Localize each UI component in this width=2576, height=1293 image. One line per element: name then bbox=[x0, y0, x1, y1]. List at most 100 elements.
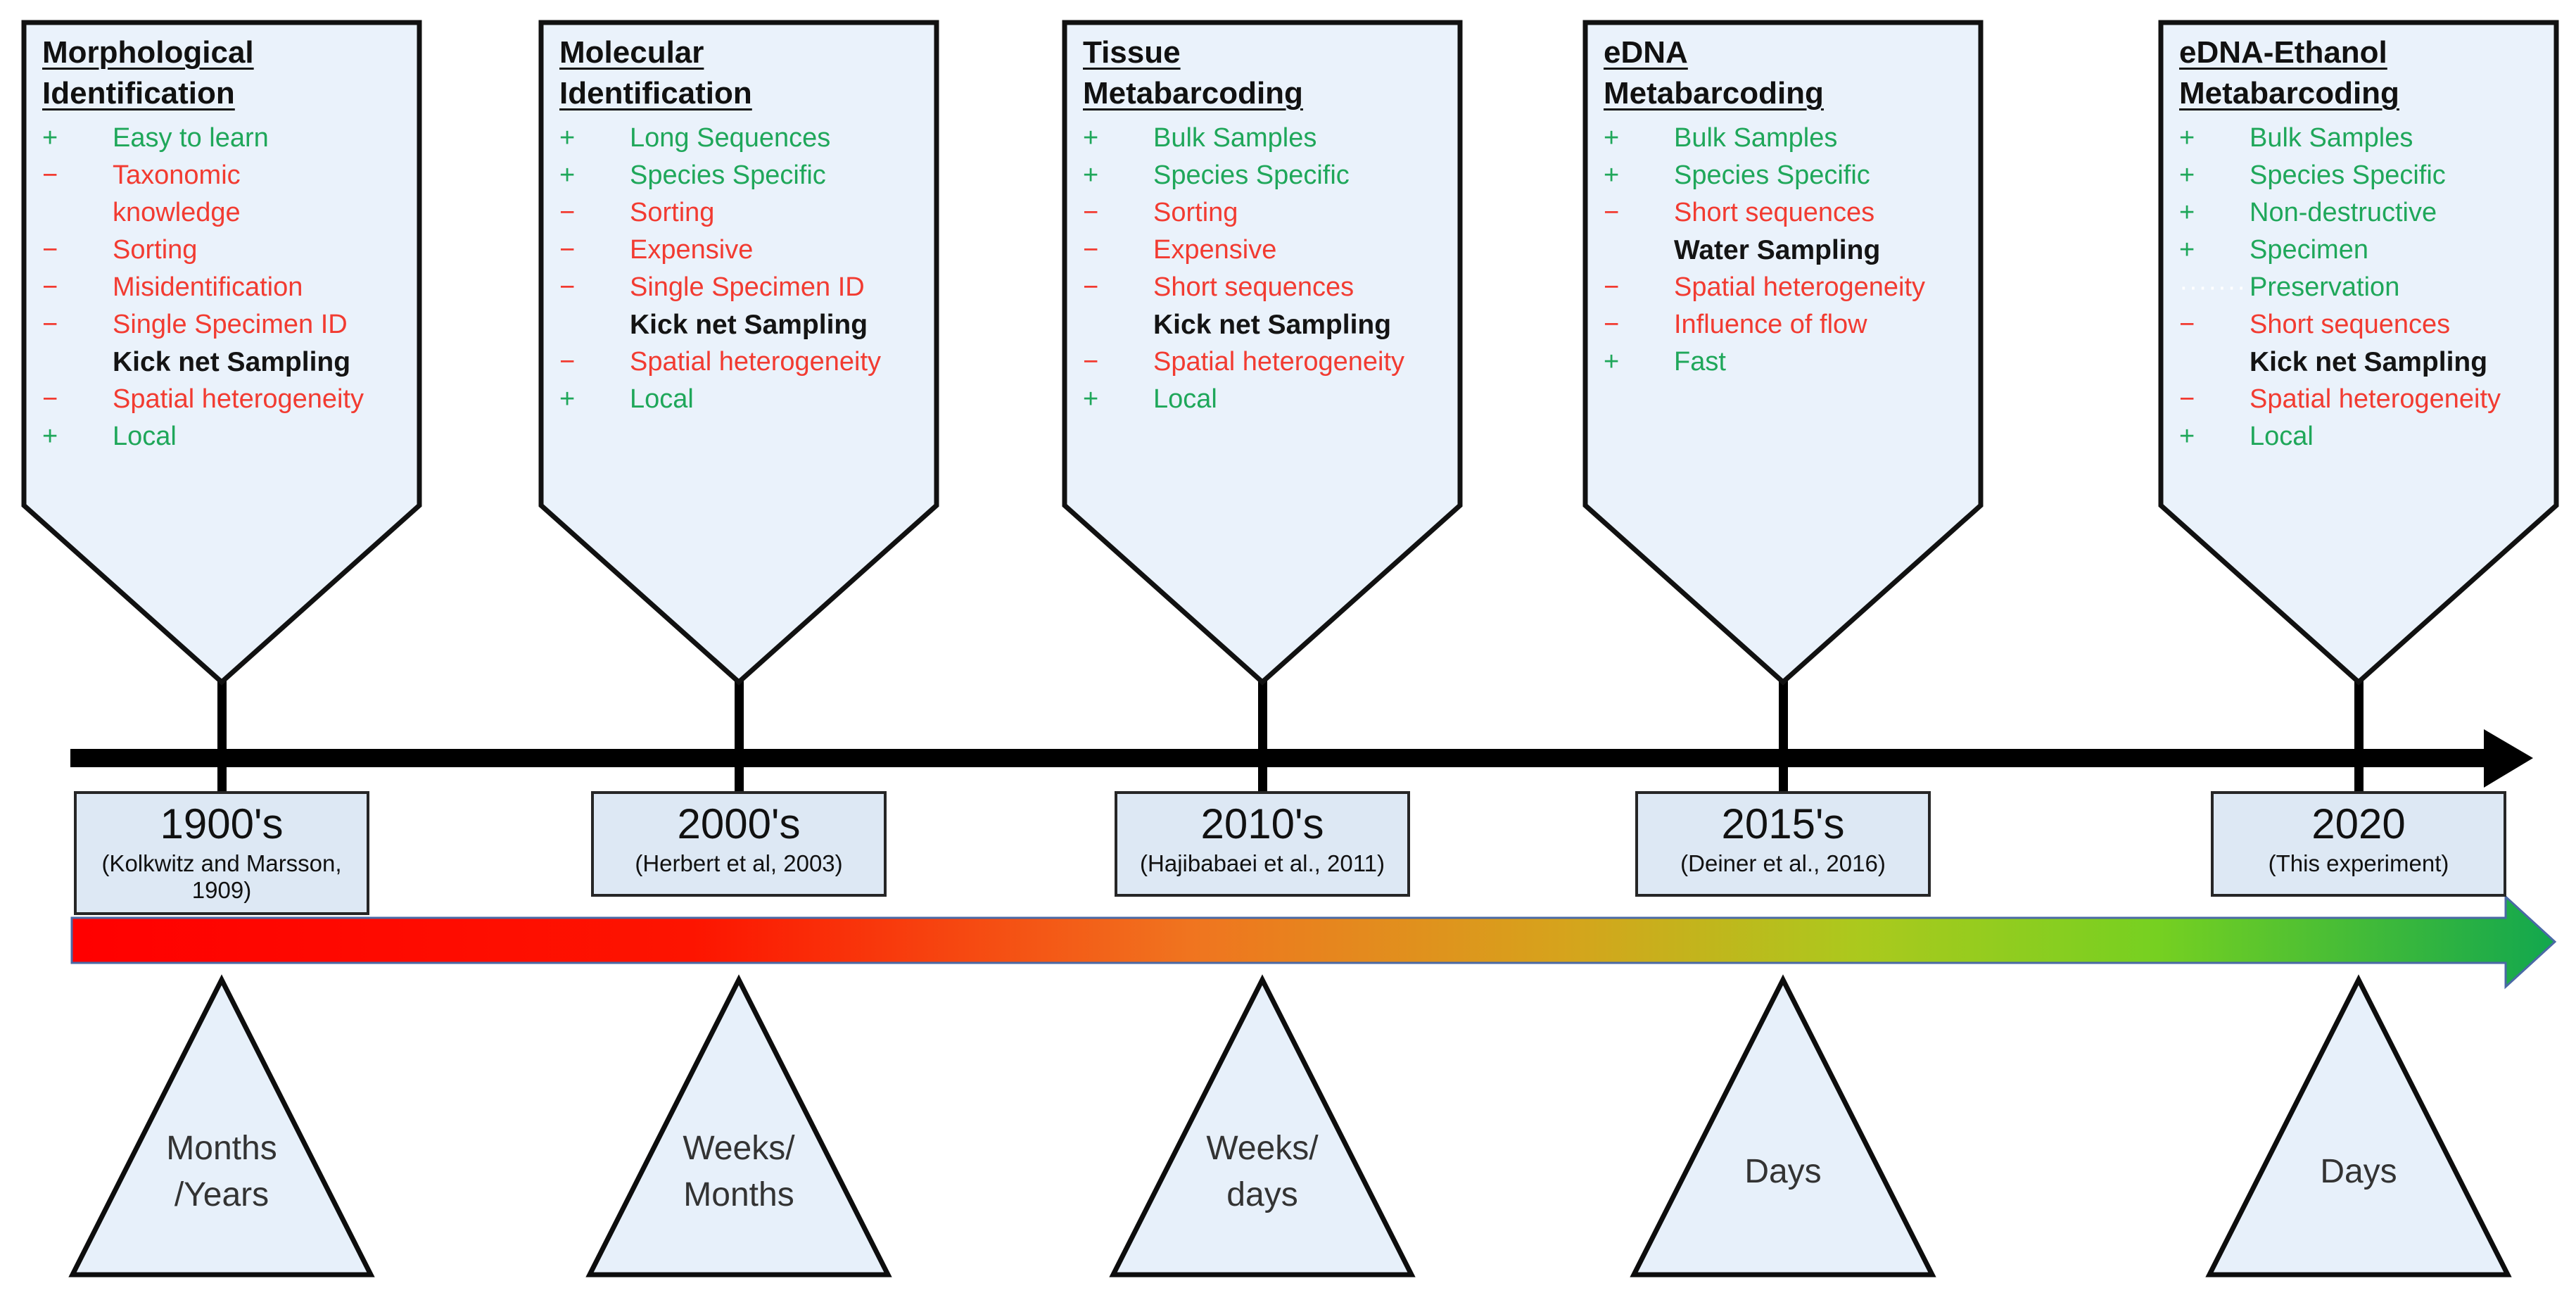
plus-icon: + bbox=[2179, 160, 2195, 190]
callout-pentagon bbox=[1582, 20, 1984, 686]
blank-marker bbox=[1083, 306, 1153, 343]
minus-icon: − bbox=[559, 272, 576, 302]
callout-pentagon bbox=[2158, 20, 2559, 686]
plus-icon: + bbox=[1604, 123, 1620, 153]
callout-pentagon bbox=[1062, 20, 1463, 686]
blank-marker bbox=[2179, 343, 2250, 381]
point-text: Easy to learn bbox=[113, 123, 269, 153]
method-title: Molecular Identification bbox=[559, 35, 752, 111]
minus-icon: − bbox=[559, 347, 576, 377]
point-text: Spatial heterogeneity bbox=[1153, 347, 1405, 377]
method-point: −Single Specimen ID bbox=[559, 269, 922, 306]
sampling-heading: Kick net Sampling bbox=[1083, 306, 1446, 343]
method-point: − Sorting bbox=[559, 194, 922, 232]
point-text: Spatial heterogeneity bbox=[113, 384, 364, 414]
duration-label: Days bbox=[2320, 1153, 2397, 1190]
method-points: + Bulk Samples + Species Specific −Sorting−E… bbox=[1083, 120, 1446, 418]
plus-icon: + bbox=[559, 384, 576, 414]
method-point: +Fast bbox=[1604, 343, 1967, 381]
method-point: + Long Sequences bbox=[559, 120, 922, 157]
minus-icon: − bbox=[1083, 347, 1099, 377]
plus-icon: + bbox=[1083, 384, 1099, 414]
method-point: +Bulk Samples bbox=[2179, 120, 2542, 157]
year-label: 2010's bbox=[1200, 800, 1324, 847]
method-column-1: Morphological Identification +Easy to le… bbox=[21, 0, 422, 1293]
minus-icon: − bbox=[2179, 310, 2195, 339]
plus-icon: + bbox=[1083, 160, 1099, 190]
point-text: Influence of flow bbox=[1674, 310, 1867, 339]
method-point: + Species Specific bbox=[1083, 157, 1446, 194]
minus-icon: − bbox=[42, 235, 58, 265]
method-points: +Bulk Samples+Species Specific+Non-destr… bbox=[2179, 120, 2542, 455]
callout-content: Morphological Identification +Easy to le… bbox=[42, 32, 405, 455]
minus-icon: − bbox=[1604, 198, 1620, 227]
method-title: Morphological Identification bbox=[42, 35, 254, 111]
method-point: +Local bbox=[42, 418, 405, 455]
minus-icon: − bbox=[42, 272, 58, 302]
point-text: Sorting bbox=[630, 198, 715, 227]
minus-icon: − bbox=[1083, 198, 1099, 227]
citation: (Deiner et al., 2016) bbox=[1680, 850, 1886, 876]
method-point: +Local bbox=[2179, 418, 2542, 455]
point-text: Specimen bbox=[2250, 235, 2368, 265]
method-point: −Expensive bbox=[1083, 232, 1446, 269]
method-point: + Species Specific bbox=[2179, 157, 2542, 194]
minus-icon: − bbox=[559, 235, 576, 265]
blank-marker bbox=[559, 306, 630, 343]
point-text: Expensive bbox=[630, 235, 754, 265]
duration-triangle bbox=[1109, 974, 1416, 1278]
method-point: −Spatial heterogeneity bbox=[1604, 269, 1967, 306]
timeline-arrowhead-icon bbox=[2484, 729, 2533, 788]
point-text: Bulk Samples bbox=[1674, 123, 1838, 153]
point-text: Kick net Sampling bbox=[2250, 347, 2488, 377]
speed-gradient-arrow bbox=[70, 894, 2557, 990]
point-text: Local bbox=[1153, 384, 1217, 414]
plus-icon: + bbox=[1083, 123, 1099, 153]
minus-icon: − bbox=[1083, 235, 1099, 265]
method-point: − Spatial heterogeneity bbox=[42, 381, 405, 418]
point-text: Species Specific bbox=[1153, 160, 1350, 190]
blank-marker bbox=[42, 343, 113, 381]
point-text: Species Specific bbox=[2250, 160, 2446, 190]
minus-icon: − bbox=[42, 384, 58, 414]
callout-content: eDNA-Ethanol Metabarcoding +Bulk Samples… bbox=[2179, 32, 2542, 455]
method-point: −Short sequences bbox=[1083, 269, 1446, 306]
point-text: Local bbox=[113, 422, 177, 451]
callout-pentagon bbox=[21, 20, 422, 686]
point-text: Species Specific bbox=[630, 160, 826, 190]
method-title: eDNA Metabarcoding bbox=[1604, 35, 1824, 111]
point-text: Misidentification bbox=[113, 272, 303, 302]
plus-icon: + bbox=[559, 123, 576, 153]
minus-icon: − bbox=[42, 160, 58, 190]
sampling-heading: Kick net Sampling bbox=[2179, 343, 2542, 381]
minus-icon: − bbox=[1604, 272, 1620, 302]
point-text: Sorting bbox=[113, 235, 198, 265]
method-point: + Local bbox=[1083, 381, 1446, 418]
point-text: Long Sequences bbox=[630, 123, 831, 153]
minus-icon: − bbox=[42, 310, 58, 339]
year-label: 2000's bbox=[677, 800, 801, 847]
method-point: −Sorting bbox=[1083, 194, 1446, 232]
point-text: Species Specific bbox=[1674, 160, 1870, 190]
plus-icon: + bbox=[1604, 347, 1620, 377]
point-text: Taxonomic knowledge bbox=[113, 160, 241, 227]
blank-marker bbox=[1604, 232, 1674, 269]
minus-icon: − bbox=[559, 198, 576, 227]
year-box: 1900's (Kolkwitz and Marsson, 1909) bbox=[74, 791, 369, 915]
point-text: Local bbox=[630, 384, 694, 414]
method-column-2: Molecular Identification + Long Sequences… bbox=[538, 0, 939, 1293]
method-point: + Bulk Samples bbox=[1604, 120, 1967, 157]
citation: (Kolkwitz and Marsson, 1909) bbox=[101, 850, 342, 903]
year-label: 1900's bbox=[160, 800, 284, 847]
plus-icon: + bbox=[559, 160, 576, 190]
sampling-heading: Water Sampling bbox=[1604, 232, 1967, 269]
method-point: +Specimen bbox=[2179, 232, 2542, 269]
point-text: Bulk Samples bbox=[1153, 123, 1317, 153]
callout-content: Tissue Metabarcoding +Bulk Samples+Speci… bbox=[1083, 32, 1446, 418]
point-text: Short sequences bbox=[2250, 310, 2451, 339]
point-text: Kick net Sampling bbox=[630, 310, 868, 340]
point-text: Spatial heterogeneity bbox=[2250, 384, 2501, 414]
point-text: Spatial heterogeneity bbox=[630, 347, 882, 377]
year-box: 2010's (Hajibabaei et al., 2011) bbox=[1115, 791, 1410, 897]
